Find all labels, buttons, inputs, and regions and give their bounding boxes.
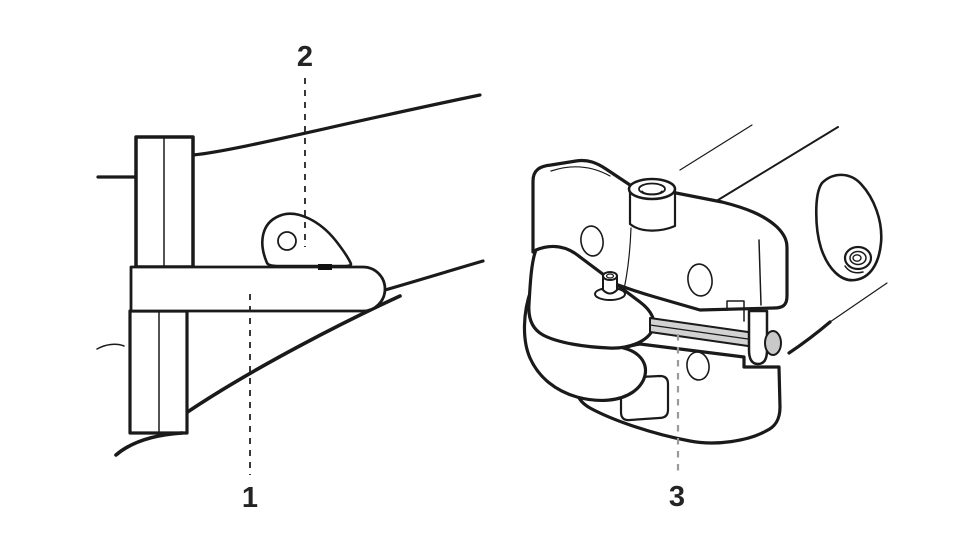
stud-top (602, 271, 618, 281)
top-edge-chamfer-line (550, 166, 611, 177)
slide-bar-midline (649, 324, 756, 341)
bore-depth-line (641, 190, 663, 195)
tube-lower-curve (787, 320, 832, 355)
frame-top-curve (191, 93, 482, 157)
lever-hole (277, 231, 297, 251)
callout-label-3: 3 (668, 481, 686, 513)
oval-hole-lower (686, 351, 710, 381)
contact-tick (318, 264, 332, 270)
catch-post (747, 309, 769, 366)
callout-label-2: 2 (296, 41, 314, 73)
stud-top-detail (605, 273, 615, 279)
blade-sweep-curve (184, 294, 402, 415)
left-small-arc (96, 343, 125, 350)
tube-edge-near (717, 126, 839, 201)
mount-arm-illustration (96, 78, 485, 475)
latch-mechanism-illustration (522, 124, 888, 476)
cam-lever-part-2 (261, 212, 353, 268)
tube-edge-far (679, 124, 753, 171)
bottom-step-lines (699, 300, 745, 322)
oval-hole-center (687, 263, 713, 297)
hinge-bore (638, 182, 666, 196)
oval-hole-left (580, 225, 604, 257)
bottom-curve (114, 431, 184, 457)
screw-center (852, 254, 862, 262)
screw-base-arc (844, 265, 864, 274)
lever-upper-lobe (527, 244, 656, 350)
tube-lower-edge-far (829, 282, 888, 323)
axle-arm-part-1 (129, 265, 387, 313)
callout-label-1: 1 (241, 482, 259, 514)
right-face-inner-line (758, 239, 762, 306)
pivot-pin-end (764, 330, 782, 356)
screw-mid-ring (849, 250, 867, 266)
blade-upper-line (376, 259, 485, 294)
